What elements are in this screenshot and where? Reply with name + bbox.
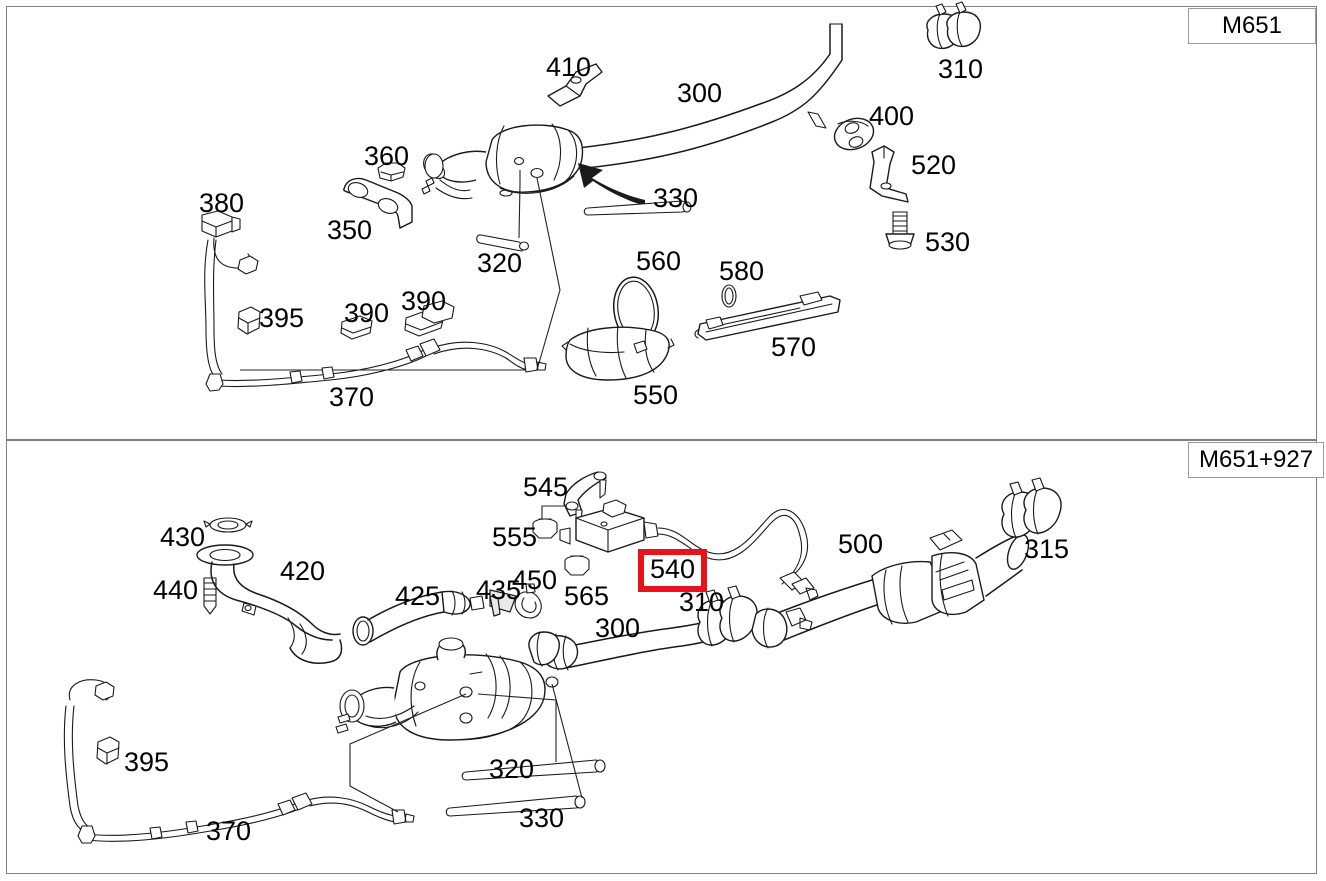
callout-430: 430 (160, 522, 206, 552)
panel-bottom (6, 440, 1317, 874)
callout-350: 350 (327, 215, 373, 245)
callout-330-top: 330 (653, 183, 699, 213)
callout-520: 520 (911, 150, 957, 180)
callout-425: 425 (395, 581, 441, 611)
callout-315: 315 (1024, 534, 1070, 564)
callout-360: 360 (364, 141, 410, 171)
callout-540-highlighted: 540 (638, 549, 708, 592)
callout-370-bottom: 370 (206, 816, 252, 846)
callout-395-bottom: 395 (124, 747, 170, 777)
callout-565: 565 (564, 581, 610, 611)
callout-420: 420 (280, 556, 326, 586)
callout-310-top: 310 (938, 54, 984, 84)
callout-390-b: 390 (401, 286, 447, 316)
callout-330-bottom: 330 (519, 803, 565, 833)
variant-label-bottom: M651+927 (1188, 442, 1325, 478)
callout-310-bottom: 310 (679, 587, 725, 617)
variant-label-top: M651 (1188, 8, 1316, 44)
callout-370-top: 370 (329, 382, 375, 412)
callout-570: 570 (771, 332, 817, 362)
callout-395-top: 395 (259, 303, 305, 333)
callout-530: 530 (925, 227, 971, 257)
callout-400: 400 (869, 101, 915, 131)
callout-545: 545 (523, 472, 569, 502)
callout-380: 380 (199, 188, 245, 218)
callout-560: 560 (636, 246, 682, 276)
callout-550: 550 (633, 380, 679, 410)
callout-580: 580 (719, 256, 765, 286)
callout-440: 440 (153, 575, 199, 605)
callout-390-a: 390 (344, 298, 390, 328)
callout-320-bottom: 320 (489, 754, 535, 784)
callout-320-top: 320 (477, 248, 523, 278)
panel-top (6, 6, 1317, 440)
callout-410: 410 (546, 52, 592, 82)
callout-500: 500 (838, 529, 884, 559)
callout-300-top: 300 (677, 78, 723, 108)
callout-555: 555 (492, 522, 538, 552)
callout-450: 450 (512, 565, 558, 595)
callout-435: 435 (476, 575, 522, 605)
callout-300-bottom: 300 (595, 613, 641, 643)
